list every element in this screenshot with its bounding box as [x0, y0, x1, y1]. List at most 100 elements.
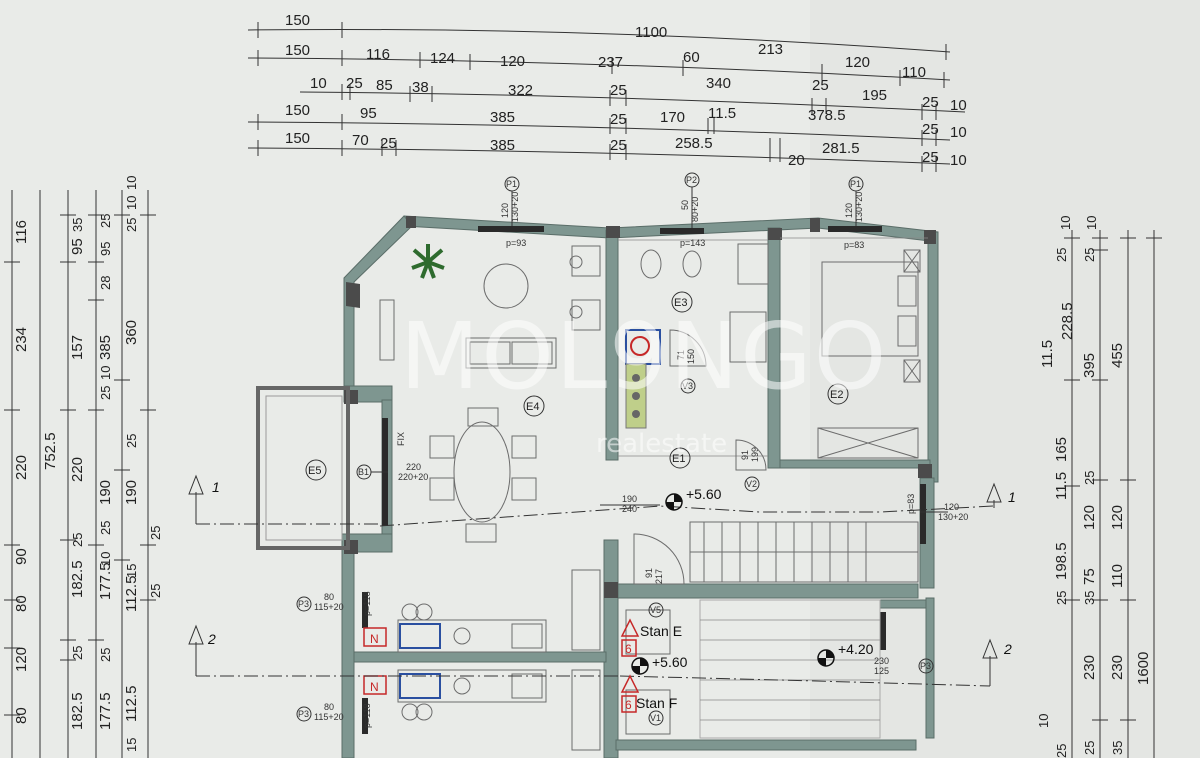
right-dim: 1600	[1135, 652, 1152, 685]
top-dim: 20	[788, 152, 805, 169]
opening-size: 115+20	[314, 712, 344, 722]
balcony-e5	[256, 386, 350, 550]
level-label: +5.60	[652, 654, 688, 670]
right-dim: 230	[1081, 655, 1098, 680]
top-dim: 25	[922, 94, 939, 111]
opening-sill: p=93	[506, 238, 526, 248]
right-dim: 25	[1054, 591, 1069, 605]
left-dim: 28	[98, 276, 113, 290]
opening-tag-p3: P3	[920, 661, 931, 671]
meter-box-icon	[363, 627, 387, 647]
opening-size: 220	[406, 462, 421, 472]
opening-sill: p=118	[362, 703, 372, 728]
top-dim: 110	[902, 64, 926, 81]
right-dim: 395	[1081, 353, 1098, 378]
left-dim: 25	[98, 521, 113, 535]
top-dim: 10	[950, 97, 967, 114]
opening-size: 120	[500, 203, 510, 218]
section-2-left-label: 2	[207, 631, 216, 647]
right-dim: 11.5	[1053, 472, 1070, 500]
unit-number: 6	[625, 698, 632, 712]
section-1-right-label: 1	[1008, 489, 1016, 505]
top-dim: 150	[285, 42, 310, 59]
right-dim: 10	[1036, 714, 1051, 728]
left-dim: 25	[98, 648, 113, 662]
door-size: 199	[750, 447, 760, 462]
top-dim: 340	[706, 75, 731, 92]
right-dim: 230	[1109, 655, 1126, 680]
top-dim: 213	[758, 41, 783, 58]
right-dim: 10	[1058, 216, 1073, 230]
opening-sill: p=83	[844, 240, 864, 250]
opening-sill: p=143	[680, 238, 705, 248]
left-dim: 25	[70, 646, 85, 660]
door-tag-v2: V2	[746, 479, 757, 489]
right-dim: 165	[1053, 437, 1070, 462]
opening-size: 120	[944, 502, 959, 512]
opening-size: 120	[844, 203, 854, 218]
left-dim: 190	[97, 480, 114, 505]
left-dimension-chains: 116 234 220 90 80 120 80 752.5 35 95 157…	[4, 176, 163, 758]
left-dim: 360	[123, 320, 140, 345]
unit-label-stan-f: Stan F	[636, 695, 677, 711]
section-2-right-label: 2	[1003, 641, 1012, 657]
right-dim: 35	[1110, 741, 1125, 755]
right-dim: 75	[1081, 568, 1098, 585]
left-dim: 10	[98, 366, 113, 380]
opening-size: 115+20	[314, 602, 344, 612]
top-dim: 322	[508, 82, 533, 99]
left-dim: 177.5	[97, 692, 114, 730]
fixed-label: FIX	[396, 432, 406, 446]
left-dim: 220	[13, 455, 30, 480]
top-dim: 385	[490, 109, 515, 126]
door-size: 150	[686, 349, 696, 364]
top-dim: 150	[285, 102, 310, 119]
level-marker-icon	[665, 493, 683, 511]
left-dim: 90	[13, 548, 30, 565]
opening-size: 80	[324, 702, 334, 712]
furniture: N N	[363, 243, 921, 751]
top-dim: 124	[430, 50, 455, 67]
warning-triangle-icon	[620, 674, 640, 693]
left-dim: 25	[124, 218, 139, 232]
watermark-subtitle: realestate	[596, 429, 727, 459]
top-dim: 25	[610, 82, 627, 99]
opening-size: 230	[874, 656, 889, 666]
section-lines: 1 1 2 2	[188, 474, 1016, 687]
level-label: +5.60	[686, 486, 722, 502]
right-dim: 25	[1082, 248, 1097, 262]
left-dim: 25	[70, 533, 85, 547]
warning-triangle-icon	[620, 618, 640, 637]
left-dim: 25	[124, 434, 139, 448]
left-dim: 15	[124, 564, 139, 578]
plant-icon	[411, 244, 445, 279]
right-dim: 25	[1082, 741, 1097, 755]
left-dim: 120	[13, 647, 30, 672]
right-dim: 11.5	[1039, 340, 1056, 368]
door-tag-v3: V3	[682, 381, 693, 391]
top-dim: 10	[310, 75, 327, 92]
opening-sill: p=83	[906, 494, 916, 514]
top-dim: 60	[683, 49, 700, 66]
right-dim: 25	[1054, 248, 1069, 262]
top-dim: 195	[862, 87, 887, 104]
top-dim: 25	[922, 121, 939, 138]
right-dim: 110	[1109, 564, 1126, 588]
left-dim: 80	[13, 595, 30, 612]
door-size: 71	[676, 350, 686, 360]
left-dim: 182.5	[69, 692, 86, 730]
top-dim: 10	[950, 124, 967, 141]
right-dim: 455	[1109, 343, 1126, 368]
right-dim: 228.5	[1059, 302, 1076, 340]
kitchen-f	[397, 669, 547, 721]
opening-size: 80+20	[690, 197, 700, 222]
top-dim: 170	[660, 109, 685, 126]
left-dim: 25	[98, 386, 113, 400]
top-dim: 70	[352, 132, 369, 149]
opening-tag-p2: P2	[686, 175, 697, 185]
section-1-left-label: 1	[212, 479, 220, 495]
unit-number: 6	[625, 642, 632, 656]
level-label: +4.20	[838, 641, 874, 657]
top-dim: 25	[922, 149, 939, 166]
